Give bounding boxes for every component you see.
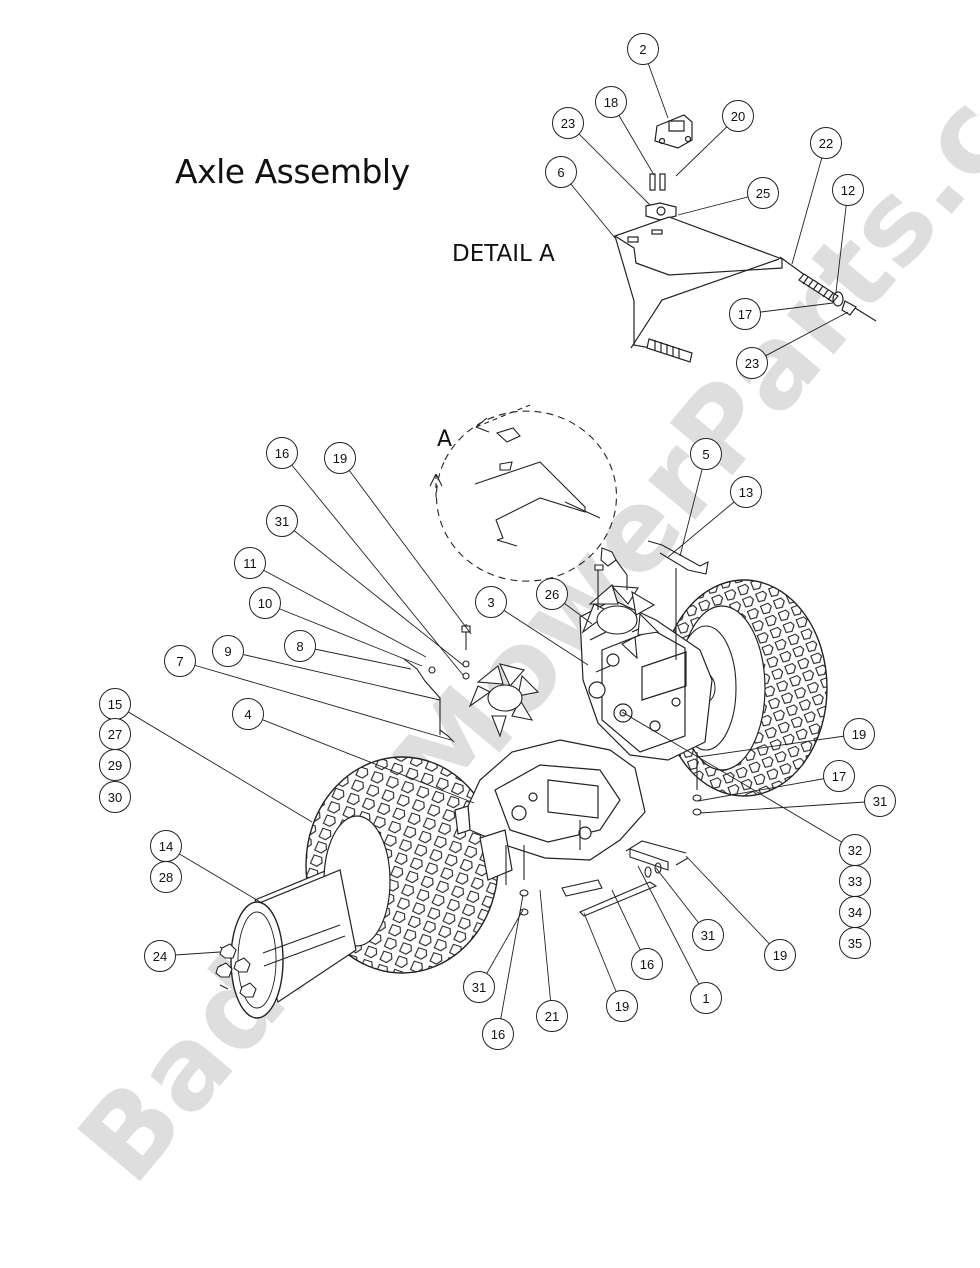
callout-29: 29 xyxy=(99,749,131,781)
callout-34: 34 xyxy=(839,896,871,928)
callout-7: 7 xyxy=(164,645,196,677)
callout-19: 19 xyxy=(843,718,875,750)
callout-17: 17 xyxy=(729,298,761,330)
left-cooling-fan xyxy=(468,663,540,738)
leader-line-8 xyxy=(299,645,412,670)
leader-line-11 xyxy=(249,562,427,658)
leader-line-16 xyxy=(497,894,524,1035)
callout-1: 1 xyxy=(690,982,722,1014)
leader-line-16 xyxy=(281,452,464,676)
callout-16: 16 xyxy=(482,1018,514,1050)
callout-33: 33 xyxy=(839,865,871,897)
leader-line-23 xyxy=(751,311,849,364)
detail-a-label: DETAIL A xyxy=(452,241,555,267)
detail-a-drawing xyxy=(613,114,877,363)
callout-27: 27 xyxy=(99,718,131,750)
callout-10: 10 xyxy=(249,587,281,619)
callout-19: 19 xyxy=(324,442,356,474)
callout-5: 5 xyxy=(690,438,722,470)
leader-line-31 xyxy=(281,520,464,666)
callout-3: 3 xyxy=(475,586,507,618)
left-wheel-tire xyxy=(230,756,499,1019)
callout-17: 17 xyxy=(823,760,855,792)
callout-4: 4 xyxy=(232,698,264,730)
leader-line-9 xyxy=(227,650,441,701)
leader-line-22 xyxy=(791,142,827,265)
leader-line-4 xyxy=(247,713,475,804)
detail-a-reference: A xyxy=(437,427,453,452)
callout-8: 8 xyxy=(284,630,316,662)
leader-line-21 xyxy=(539,889,553,1017)
callout-16: 16 xyxy=(631,948,663,980)
callout-35: 35 xyxy=(839,927,871,959)
callout-14: 14 xyxy=(150,830,182,862)
lug-nuts xyxy=(215,943,257,998)
callout-18: 18 xyxy=(595,86,627,118)
callout-26: 26 xyxy=(536,578,568,610)
callout-24: 24 xyxy=(144,940,176,972)
leader-line-1 xyxy=(637,865,707,999)
leader-line-32 xyxy=(621,711,856,851)
callout-28: 28 xyxy=(150,861,182,893)
callout-31: 31 xyxy=(864,785,896,817)
callout-31: 31 xyxy=(692,919,724,951)
leader-line-10 xyxy=(264,602,423,667)
callout-9: 9 xyxy=(212,635,244,667)
callout-12: 12 xyxy=(832,174,864,206)
leader-line-19 xyxy=(697,733,860,758)
callout-21: 21 xyxy=(536,1000,568,1032)
diagram-title: Axle Assembly xyxy=(175,152,410,191)
leader-line-19 xyxy=(339,457,472,635)
detail-a-boundary xyxy=(429,404,617,582)
callout-19: 19 xyxy=(764,939,796,971)
callout-22: 22 xyxy=(810,127,842,159)
leader-line-15 xyxy=(114,703,313,823)
callout-23: 23 xyxy=(736,347,768,379)
callout-25: 25 xyxy=(747,177,779,209)
callout-11: 11 xyxy=(234,547,266,579)
left-transaxle xyxy=(454,739,646,881)
leader-line-31 xyxy=(699,800,881,814)
callout-32: 32 xyxy=(839,834,871,866)
leader-line-19 xyxy=(685,855,781,956)
leader-line-5 xyxy=(679,453,707,557)
callout-23: 23 xyxy=(552,107,584,139)
callout-30: 30 xyxy=(99,781,131,813)
callout-16: 16 xyxy=(266,437,298,469)
leader-line-3 xyxy=(490,601,589,666)
callout-6: 6 xyxy=(545,156,577,188)
linkage-and-hardware xyxy=(219,540,709,990)
callout-2: 2 xyxy=(627,33,659,65)
callout-13: 13 xyxy=(730,476,762,508)
leader-line-7 xyxy=(179,660,452,741)
callout-31: 31 xyxy=(463,971,495,1003)
callout-19: 19 xyxy=(606,990,638,1022)
callout-31: 31 xyxy=(266,505,298,537)
right-cooling-fan xyxy=(581,584,660,660)
right-transaxle xyxy=(579,599,713,761)
leader-line-14 xyxy=(165,845,263,904)
leader-line-17 xyxy=(697,775,840,802)
callout-20: 20 xyxy=(722,100,754,132)
leader-line-12 xyxy=(835,189,849,293)
leader-line-13 xyxy=(667,491,747,558)
callout-15: 15 xyxy=(99,688,131,720)
leader-line-23 xyxy=(567,122,651,206)
